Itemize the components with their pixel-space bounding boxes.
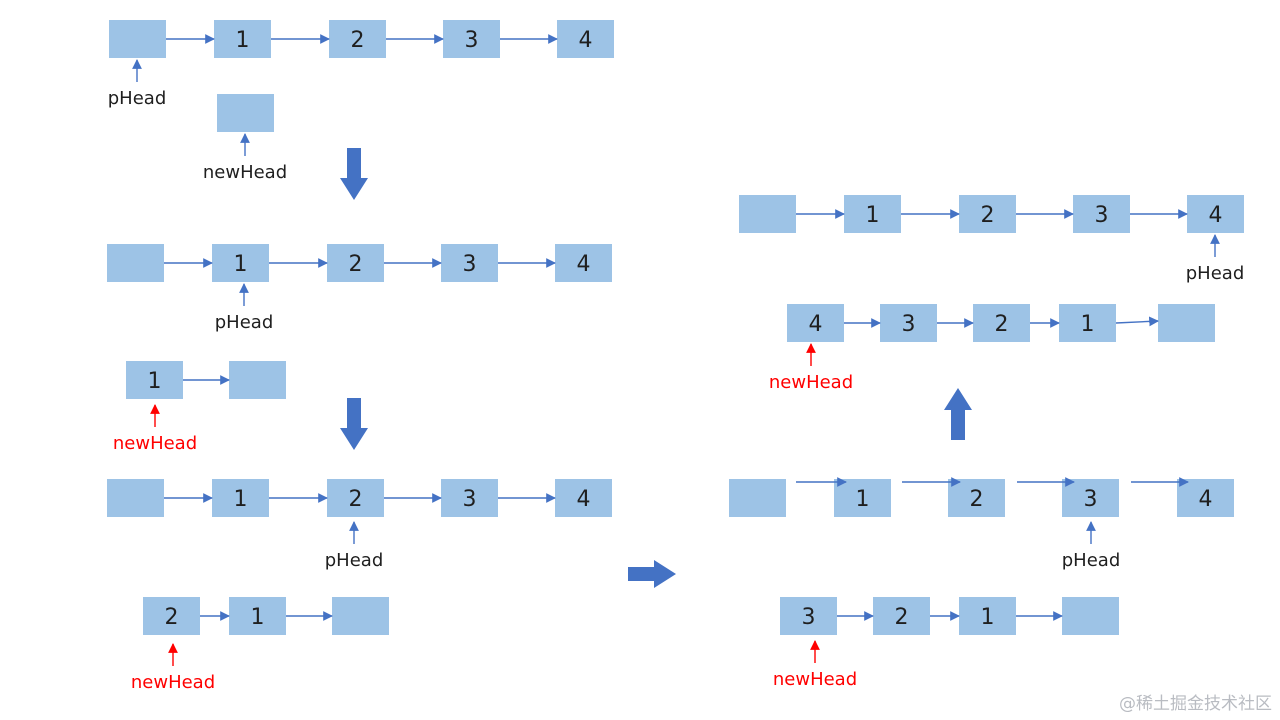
step4-new-node-3 bbox=[1062, 597, 1119, 635]
step5-new-node-3-label: 1 bbox=[1081, 312, 1095, 337]
step4-original-node-2-label: 2 bbox=[970, 487, 984, 512]
step1-original-node-4 bbox=[557, 20, 614, 58]
step1-original-node-0 bbox=[109, 20, 166, 58]
step2-newhead-pointer-label: newHead bbox=[113, 433, 197, 454]
step5-original-node-3 bbox=[1073, 195, 1130, 233]
step2-original-node-0 bbox=[107, 244, 164, 282]
step-arrow-1 bbox=[340, 148, 368, 200]
step2-original-node-2 bbox=[327, 244, 384, 282]
step-arrow-3 bbox=[628, 560, 676, 588]
step3-phead-pointer-label: pHead bbox=[325, 550, 384, 571]
step4-new-node-2 bbox=[959, 597, 1016, 635]
step2-new-node-0-label: 1 bbox=[148, 369, 162, 394]
step3-original-node-0 bbox=[107, 479, 164, 517]
step3-original-node-2 bbox=[327, 479, 384, 517]
step5-new-node-0-label: 4 bbox=[809, 312, 823, 337]
step3-new-node-2 bbox=[332, 597, 389, 635]
step1-original-node-3 bbox=[443, 20, 500, 58]
step3-original-node-3 bbox=[441, 479, 498, 517]
step5-original-node-1-label: 1 bbox=[866, 203, 880, 228]
step5-original-node-4-label: 4 bbox=[1209, 203, 1223, 228]
step1-original-node-3-label: 3 bbox=[465, 28, 479, 53]
step5-new-node-2 bbox=[973, 304, 1030, 342]
step3-new-node-0 bbox=[143, 597, 200, 635]
step4-original-node-3-label: 3 bbox=[1084, 487, 1098, 512]
step4-newhead-pointer-label: newHead bbox=[773, 669, 857, 690]
step3-original-node-2-label: 2 bbox=[349, 487, 363, 512]
step4-new-node-1 bbox=[873, 597, 930, 635]
step2-original-node-1-label: 1 bbox=[234, 252, 248, 277]
step4-new-node-0 bbox=[780, 597, 837, 635]
step3-original-node-3-label: 3 bbox=[463, 487, 477, 512]
step5-original-node-2-label: 2 bbox=[981, 203, 995, 228]
step4-original-node-0 bbox=[729, 479, 786, 517]
step5-original-node-1 bbox=[844, 195, 901, 233]
step2-new-node-0 bbox=[126, 361, 183, 399]
step1-original-node-2-label: 2 bbox=[351, 28, 365, 53]
step3-original-node-1-label: 1 bbox=[234, 487, 248, 512]
step1-original-node-2 bbox=[329, 20, 386, 58]
step3-newhead-pointer-label: newHead bbox=[131, 672, 215, 693]
step5-newhead-pointer-label: newHead bbox=[769, 372, 853, 393]
step5-new-node-1 bbox=[880, 304, 937, 342]
step1-original-node-1-label: 1 bbox=[236, 28, 250, 53]
step2-new-node-1 bbox=[229, 361, 286, 399]
step2-original-node-1 bbox=[212, 244, 269, 282]
step3-original-node-1 bbox=[212, 479, 269, 517]
step1-original-node-1 bbox=[214, 20, 271, 58]
step1-original-node-4-label: 4 bbox=[579, 28, 593, 53]
step5-original-node-4 bbox=[1187, 195, 1244, 233]
step3-new-node-1-label: 1 bbox=[251, 605, 265, 630]
step2-original-node-3 bbox=[441, 244, 498, 282]
watermark: @稀土掘金技术社区 bbox=[1119, 694, 1272, 714]
step5-new-node-3 bbox=[1059, 304, 1116, 342]
step1-phead-pointer-label: pHead bbox=[108, 88, 167, 109]
step3-original-node-4-label: 4 bbox=[577, 487, 591, 512]
step1-new-node-0 bbox=[217, 94, 274, 132]
step5-phead-pointer-label: pHead bbox=[1186, 263, 1245, 284]
step1-newhead-pointer-label: newHead bbox=[203, 162, 287, 183]
step-arrow-4 bbox=[944, 388, 972, 440]
step3-new-node-1 bbox=[229, 597, 286, 635]
step3-original-node-4 bbox=[555, 479, 612, 517]
step2-original-node-4 bbox=[555, 244, 612, 282]
step4-phead-pointer-label: pHead bbox=[1062, 550, 1121, 571]
step2-original-node-4-label: 4 bbox=[577, 252, 591, 277]
step5-new-node-2-label: 2 bbox=[995, 312, 1009, 337]
step2-original-node-3-label: 3 bbox=[463, 252, 477, 277]
step2-original-node-2-label: 2 bbox=[349, 252, 363, 277]
step5-original-node-2 bbox=[959, 195, 1016, 233]
step5-new-node-1-label: 3 bbox=[902, 312, 916, 337]
step4-original-node-4-label: 4 bbox=[1199, 487, 1213, 512]
step4-new-node-2-label: 1 bbox=[981, 605, 995, 630]
step3-new-node-0-label: 2 bbox=[165, 605, 179, 630]
step5-new-node-0 bbox=[787, 304, 844, 342]
step5-original-node-0 bbox=[739, 195, 796, 233]
step4-new-node-1-label: 2 bbox=[895, 605, 909, 630]
step2-phead-pointer-label: pHead bbox=[215, 312, 274, 333]
step4-original-node-1-label: 1 bbox=[856, 487, 870, 512]
step5-original-node-3-label: 3 bbox=[1095, 203, 1109, 228]
step4-new-node-0-label: 3 bbox=[802, 605, 816, 630]
step5-new-node-4 bbox=[1158, 304, 1215, 342]
step5-new-link-3 bbox=[1115, 316, 1159, 327]
step-arrow-2 bbox=[340, 398, 368, 450]
